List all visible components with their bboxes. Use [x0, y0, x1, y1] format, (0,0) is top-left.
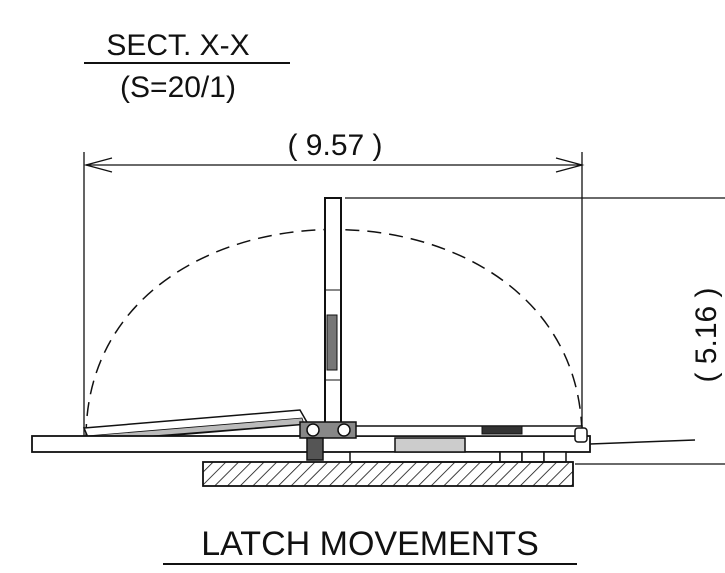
mechanism-part: [394, 437, 466, 453]
width-arrow-left: [83, 157, 113, 173]
height-dimension-label: ( 5.16 ): [690, 287, 723, 382]
section-title: SECT. X-X: [106, 29, 249, 62]
latch-right-detail: [481, 425, 523, 435]
hinge-pin: [306, 423, 320, 437]
hinge-post: [306, 437, 324, 461]
mounting-surface-hatched: [202, 461, 574, 487]
mechanism-step: [499, 451, 523, 463]
right-extension-rail: [589, 439, 696, 445]
diagram-caption: LATCH MOVEMENTS: [201, 525, 539, 563]
mechanism-step: [521, 451, 545, 463]
hinge-pin: [337, 423, 351, 437]
width-dimension-label: ( 9.57 ): [287, 129, 382, 162]
latch-right-folded: [349, 425, 583, 437]
latch-right-tip: [574, 427, 588, 443]
section-scale: (S=20/1): [120, 71, 236, 104]
latch-upright-slot: [326, 314, 338, 371]
mechanism-step: [543, 451, 567, 463]
mechanism-plate: [349, 451, 501, 463]
